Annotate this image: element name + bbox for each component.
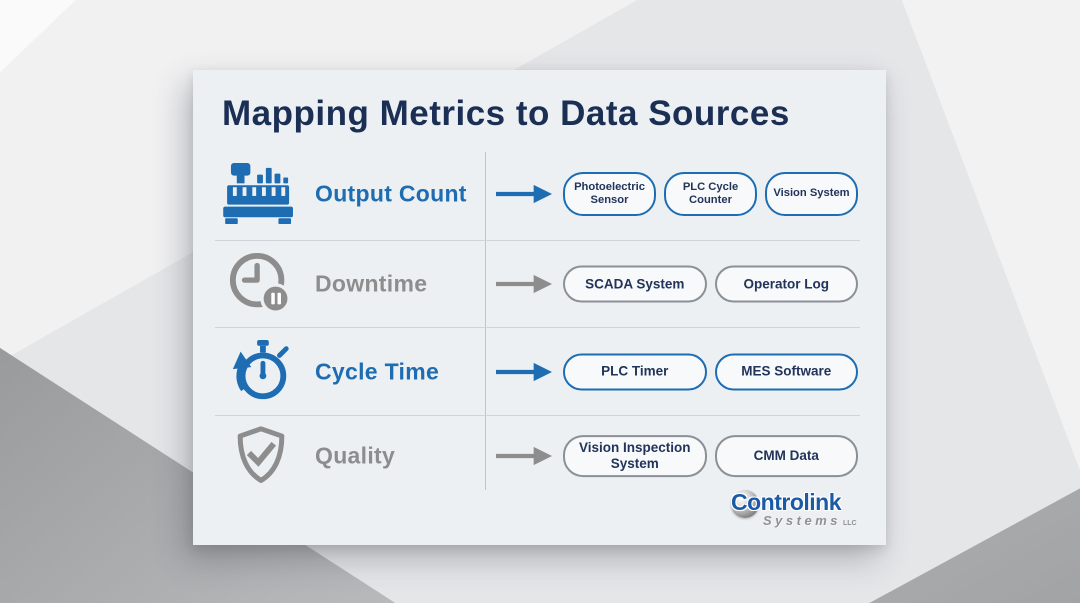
company-logo: Controlink Systems LLC <box>731 488 886 528</box>
metric-label: Quality <box>315 442 396 469</box>
metric-row-downtime: Downtime SCADA System Operator Log <box>193 241 886 327</box>
clock-pause-icon <box>219 251 303 317</box>
column-divider <box>485 152 486 490</box>
logo-sub-text: Systems <box>763 513 841 528</box>
logo-sphere-icon <box>731 490 759 518</box>
data-source-pill: CMM Data <box>714 435 858 477</box>
metric-row-quality: Quality Vision Inspection System CMM Dat… <box>193 416 886 496</box>
logo-suffix-text: LLC <box>842 520 857 527</box>
infographic-card: Mapping Metrics to Data Sources <box>193 70 886 545</box>
shield-check-icon <box>219 425 303 487</box>
arrow-right-icon <box>496 274 552 294</box>
data-source-pill: Vision Inspection System <box>563 435 707 477</box>
data-source-pill: SCADA System <box>563 265 707 303</box>
arrow-right-icon <box>496 362 552 381</box>
data-source-list: PLC Timer MES Software <box>563 353 858 390</box>
data-source-list: Photoelectric Sensor PLC Cycle Counter V… <box>563 172 858 216</box>
arrow-right-icon <box>496 184 552 204</box>
metric-label: Output Count <box>315 180 467 207</box>
row-divider <box>215 415 860 416</box>
data-source-pill: Vision System <box>765 172 858 216</box>
metric-label: Cycle Time <box>315 358 440 384</box>
row-divider <box>215 240 860 241</box>
metric-label: Downtime <box>315 270 428 297</box>
logo-brand-text: Controlink <box>731 489 842 515</box>
data-source-pill: PLC Timer <box>563 353 707 390</box>
data-source-pill: MES Software <box>714 353 858 390</box>
row-divider <box>215 327 860 328</box>
data-source-pill: Photoelectric Sensor <box>563 172 656 216</box>
metric-row-cycle-time: Cycle Time PLC Timer MES Software <box>193 328 886 415</box>
stopwatch-cycle-icon <box>219 339 303 405</box>
data-source-list: Vision Inspection System CMM Data <box>563 435 858 477</box>
data-source-pill: Operator Log <box>714 265 858 303</box>
arrow-right-icon <box>496 446 552 466</box>
production-counter-icon <box>219 163 303 225</box>
page-title: Mapping Metrics to Data Sources <box>222 94 790 133</box>
data-source-pill: PLC Cycle Counter <box>664 172 757 216</box>
data-source-list: SCADA System Operator Log <box>563 265 858 303</box>
metric-row-output-count: Output Count Photoelectric Sensor PLC Cy… <box>193 148 886 240</box>
